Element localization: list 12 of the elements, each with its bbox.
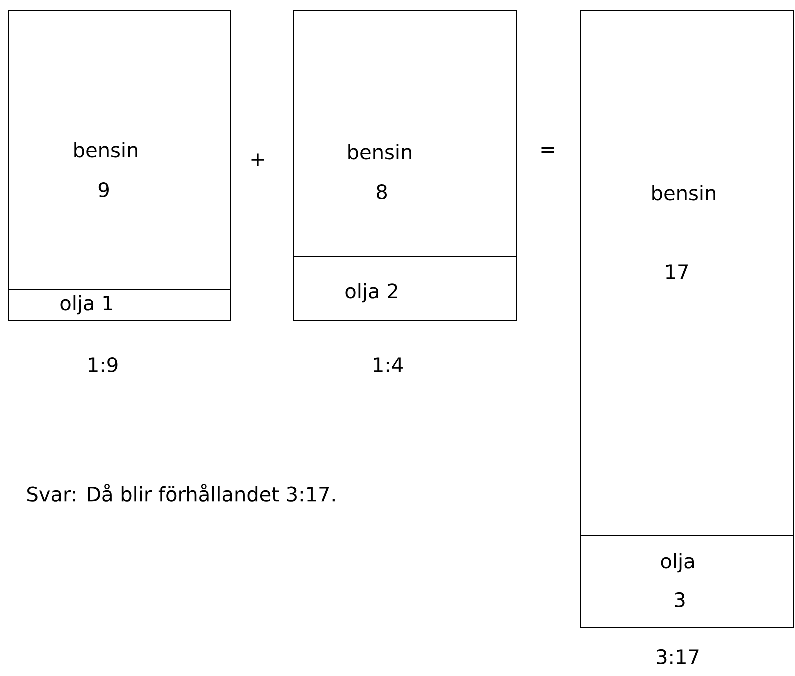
- plus-sign: +: [252, 154, 264, 166]
- ratio-label: 1:9: [89, 357, 118, 373]
- equals-sign: =: [542, 147, 554, 154]
- section-box: bensin 8: [293, 10, 518, 258]
- section-box: olja 3: [580, 535, 794, 628]
- section-box: bensin 17: [580, 10, 794, 536]
- section-box: olja 1: [8, 289, 232, 322]
- answer-text: Svar: Då blir förhållandet 3:17.: [28, 484, 335, 502]
- ratio-label: 3:17: [657, 649, 699, 665]
- section-box: olja 2: [293, 256, 518, 322]
- section-box: bensin 9: [8, 10, 232, 290]
- ratio-label: 1:4: [374, 358, 403, 372]
